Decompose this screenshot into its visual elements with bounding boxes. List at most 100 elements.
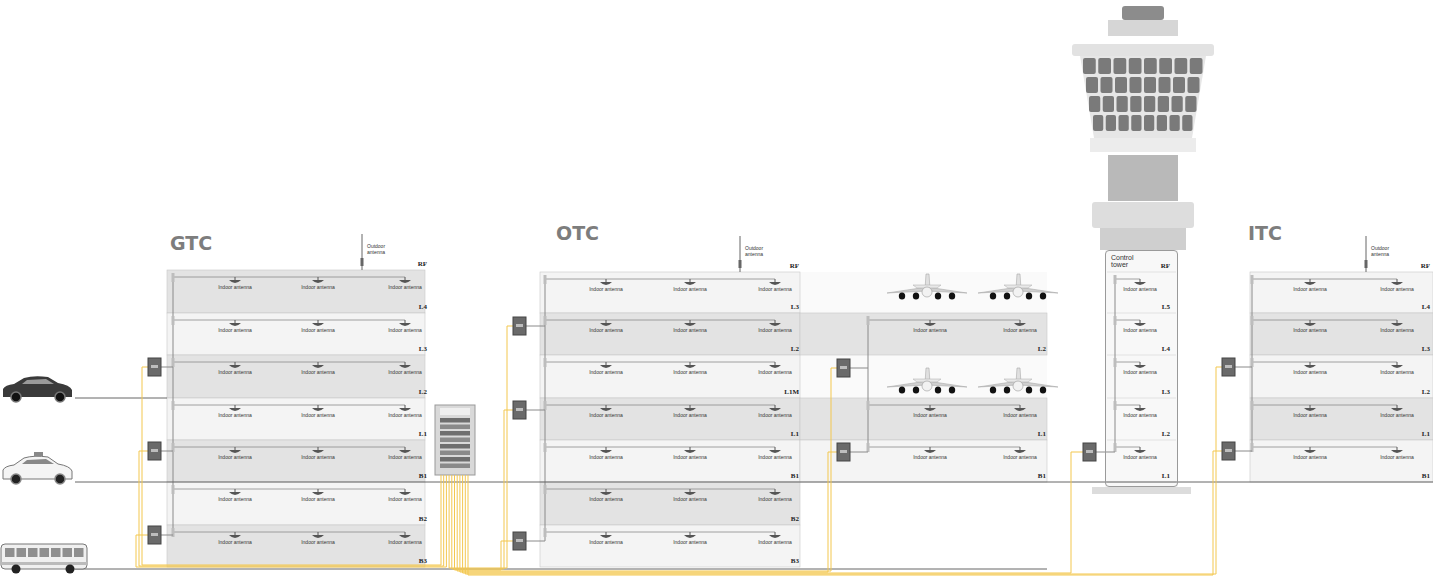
antenna-stub xyxy=(606,279,607,282)
floor-label: L1 xyxy=(419,431,427,439)
taxi-wheel xyxy=(11,474,21,484)
tower-window xyxy=(1159,77,1171,93)
building-box: GTC xyxy=(167,270,425,567)
floor-band xyxy=(1250,313,1433,355)
feeder-cable xyxy=(1115,279,1140,280)
antenna-label: Indoor antenna xyxy=(388,455,422,461)
indoor-antenna-symbol xyxy=(1304,282,1316,285)
remote-unit xyxy=(148,442,161,460)
antenna-label: Indoor antenna xyxy=(673,455,707,461)
fiber-cable xyxy=(142,367,441,565)
airplane-engine xyxy=(949,292,955,299)
indoor-antenna-symbol xyxy=(1134,450,1146,453)
tower-base xyxy=(1092,487,1191,494)
floor-band xyxy=(540,355,800,398)
antenna-stub xyxy=(405,277,406,280)
indoor-antenna-symbol xyxy=(684,282,696,285)
coupler xyxy=(1114,401,1117,410)
antenna-label: Indoor antenna xyxy=(673,287,707,293)
antenna-stub xyxy=(318,489,319,492)
airplane-fuselage xyxy=(922,287,932,297)
coupler xyxy=(1251,275,1254,284)
antenna-stub xyxy=(606,447,607,450)
indoor-antenna-symbol xyxy=(312,280,324,283)
indoor-antenna-symbol xyxy=(684,492,696,495)
antenna-stub xyxy=(775,320,776,323)
tower-ring xyxy=(1092,202,1194,228)
remote-unit-panel xyxy=(840,450,847,453)
antenna-label: Indoor antenna xyxy=(388,370,422,376)
bus-window xyxy=(51,548,61,557)
floor-label: L4 xyxy=(1162,346,1170,354)
tower-window xyxy=(1182,115,1192,131)
floor-label: L5 xyxy=(1162,304,1170,312)
feeder-cable xyxy=(173,447,405,448)
taxi-window xyxy=(22,459,54,464)
remote-unit-panel xyxy=(1225,449,1232,452)
floor-label: L1 xyxy=(1162,473,1170,481)
antenna-label: Indoor antenna xyxy=(673,413,707,419)
indoor-antenna-symbol xyxy=(312,535,324,538)
coupler xyxy=(172,273,175,282)
ru-cable xyxy=(850,368,868,369)
feeder-cable xyxy=(1252,362,1397,363)
antenna-label: Indoor antenna xyxy=(1380,413,1414,419)
outdoor-antenna-symbol xyxy=(1365,260,1368,268)
outdoor-antenna-label: Outdoor antenna xyxy=(1371,246,1393,257)
antenna-stub xyxy=(405,489,406,492)
tower-roof xyxy=(1072,44,1214,56)
antenna-stub xyxy=(1140,320,1141,323)
airplane-engine xyxy=(1004,386,1010,393)
remote-unit xyxy=(837,443,850,461)
fiber-cable xyxy=(455,475,514,570)
outdoor-antenna-mast xyxy=(362,234,363,270)
building-box: OTC xyxy=(540,272,800,567)
antenna-stub xyxy=(775,405,776,408)
tower-window xyxy=(1158,96,1169,112)
floor-label: B1 xyxy=(1038,473,1046,481)
feeder-cable xyxy=(545,362,775,363)
antenna-stub xyxy=(690,532,691,535)
riser-cable xyxy=(1252,279,1253,451)
antenna-label: Indoor antenna xyxy=(758,497,792,503)
tower-window xyxy=(1101,77,1113,93)
antenna-label: Indoor antenna xyxy=(589,370,623,376)
tower-neck xyxy=(1100,228,1186,250)
indoor-antenna-symbol xyxy=(600,323,612,326)
indoor-antenna-symbol xyxy=(684,323,696,326)
rack-slot xyxy=(440,457,470,462)
tower-window xyxy=(1093,115,1103,131)
indoor-antenna-symbol xyxy=(600,492,612,495)
floor-band xyxy=(540,482,800,525)
airplane-fuselage xyxy=(922,381,932,391)
floor-label: L2 xyxy=(1422,389,1430,397)
tower-cab xyxy=(1080,56,1206,138)
equipment-rack xyxy=(435,405,475,475)
remote-unit xyxy=(1222,358,1235,376)
airplane-engine xyxy=(1026,386,1032,393)
remote-unit xyxy=(148,526,161,544)
tower-window xyxy=(1190,58,1203,74)
building-name: ITC xyxy=(1248,224,1282,244)
building-name: OTC xyxy=(556,224,599,244)
antenna-stub xyxy=(405,362,406,365)
airplane-fuselage xyxy=(1013,287,1023,297)
indoor-antenna-symbol xyxy=(924,323,936,326)
floor-label: L3 xyxy=(791,304,799,312)
antenna-stub xyxy=(930,405,931,408)
bus-window xyxy=(5,548,15,557)
indoor-antenna-symbol xyxy=(229,280,241,283)
airplane-engine xyxy=(990,386,996,393)
coupler xyxy=(172,401,175,410)
feeder-cable xyxy=(1115,405,1140,406)
indoor-antenna-symbol xyxy=(312,492,324,495)
antenna-label: Indoor antenna xyxy=(1293,413,1327,419)
indoor-antenna-symbol xyxy=(1391,450,1403,453)
coupler xyxy=(1114,275,1117,284)
car-wheel xyxy=(55,392,65,402)
antenna-label: Indoor antenna xyxy=(218,285,252,291)
indoor-antenna-symbol xyxy=(684,408,696,411)
antenna-label: Indoor antenna xyxy=(758,287,792,293)
indoor-antenna-symbol xyxy=(399,450,411,453)
